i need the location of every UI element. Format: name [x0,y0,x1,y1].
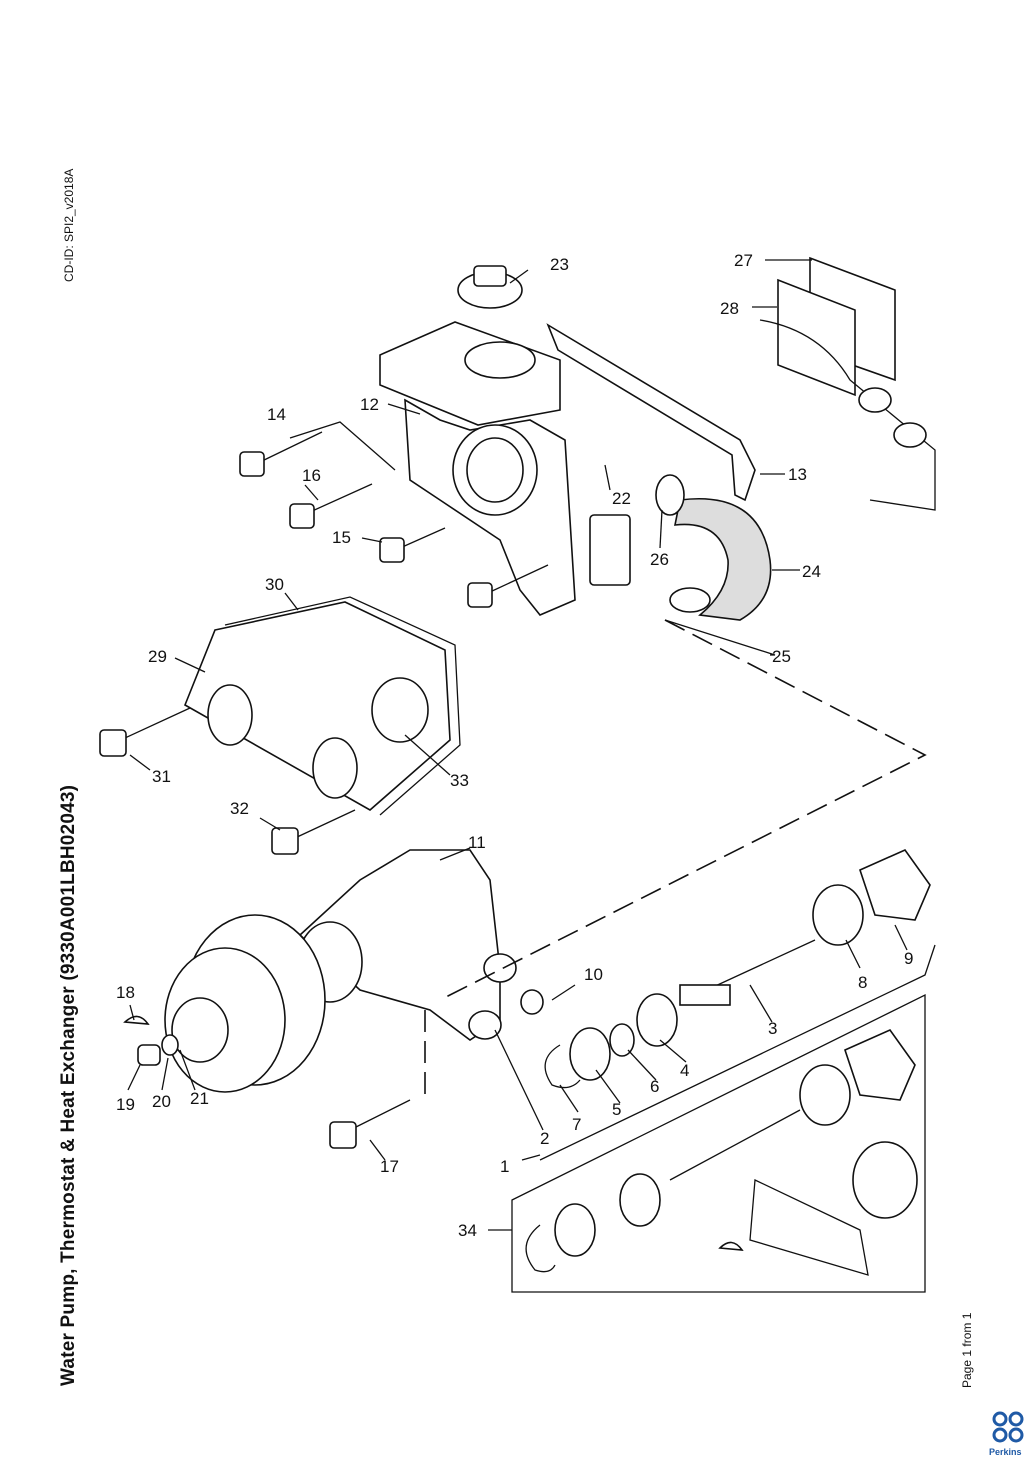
callout-32: 32 [230,799,249,818]
impeller-9 [859,849,931,921]
gasket-13 [546,323,756,502]
backplate-29 [183,601,451,811]
callout-21: 21 [190,1089,209,1108]
callout-3: 3 [768,1019,777,1038]
callout-4: 4 [680,1061,689,1080]
callout-10: 10 [584,965,603,984]
bolt-unlabelled [467,564,549,608]
callout-11: 11 [468,833,486,852]
callout-9: 9 [904,949,913,968]
callout-6: 6 [650,1077,659,1096]
callout-labels: 1 2 3 4 5 6 7 8 9 10 11 12 13 14 15 16 1… [116,251,913,1240]
callout-23: 23 [550,255,569,274]
bearing-4 [636,993,678,1047]
leader-lines [127,259,936,1231]
routing-dashes [439,619,927,1001]
bearing-5 [569,1027,611,1081]
bolt-17 [329,1099,411,1149]
callout-12: 12 [360,395,379,414]
bolt-32 [271,809,356,855]
callout-7: 7 [572,1115,581,1134]
water-pump-body [297,849,517,1041]
callout-26: 26 [650,550,669,569]
plug-10 [520,989,544,1015]
brand-name: Perkins [989,1447,1022,1457]
circlip-7 [544,1044,581,1089]
thermostat [457,265,523,309]
callout-27: 27 [734,251,753,270]
callout-14: 14 [267,405,286,424]
callout-22: 22 [612,489,631,508]
callout-17: 17 [380,1157,399,1176]
gasket-30 [224,596,461,816]
washer-20 [161,1034,179,1056]
callout-16: 16 [302,466,321,485]
thermostat-housing [379,321,631,616]
bolt-16 [289,483,373,529]
callout-13: 13 [788,465,807,484]
callout-34: 34 [458,1221,477,1240]
bolt-31 [99,707,191,757]
callout-33: 33 [450,771,469,790]
callout-30: 30 [265,575,284,594]
callout-28: 28 [720,299,739,318]
bolt-15 [379,527,446,563]
heat-exchanger-cover [759,256,936,511]
callout-19: 19 [116,1095,135,1114]
kit-34-box [511,993,926,1293]
callout-8: 8 [858,973,867,992]
hose-24 [655,474,772,621]
callout-1: 1 [500,1157,509,1176]
shaft-3 [679,939,816,1006]
callout-5: 5 [612,1100,621,1119]
callout-24: 24 [802,562,821,581]
callout-15: 15 [332,528,351,547]
callout-29: 29 [148,647,167,666]
seal-8 [812,884,864,946]
pump-pulley [164,914,326,1093]
spacer-6 [609,1023,635,1057]
bolt-14 [239,431,323,477]
callout-2: 2 [540,1129,549,1148]
perkins-logo [992,1411,1024,1443]
callout-31: 31 [152,767,171,786]
key-18 [123,1015,150,1025]
nut-19 [137,1044,161,1066]
callout-25: 25 [772,647,791,666]
callout-20: 20 [152,1092,171,1111]
callout-18: 18 [116,983,135,1002]
